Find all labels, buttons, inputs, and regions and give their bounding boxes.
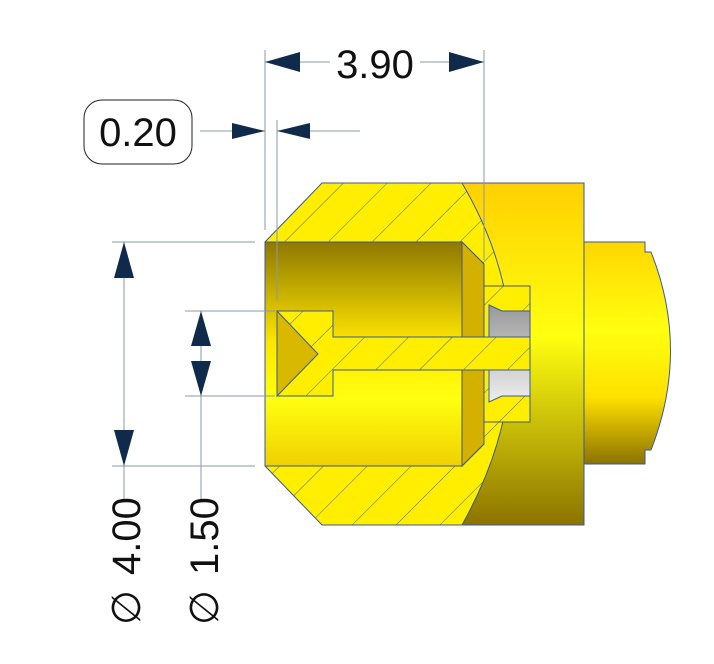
dimension-arrows: [114, 52, 484, 466]
pin-cone-tip: [276, 309, 319, 398]
rear-cylinder: [583, 241, 671, 465]
dimension-inner-diameter: 1.50: [183, 497, 227, 575]
arrow-icon: [449, 52, 484, 72]
arrow-icon: [265, 52, 300, 72]
arrow-icon: [114, 430, 134, 466]
arrow-icon: [232, 123, 265, 139]
reference-dimension-box: [83, 99, 193, 165]
center-pin: [276, 310, 531, 397]
arrow-icon: [277, 123, 310, 139]
dimension-offset: 0.20: [99, 111, 177, 155]
arrow-icon: [191, 311, 211, 346]
arrow-icon: [191, 361, 211, 396]
diameter-symbol-icon: ∅: [105, 590, 149, 625]
dimension-outer-diameter: 4.00: [105, 497, 149, 575]
arrow-icon: [114, 242, 134, 278]
diameter-symbol-icon: ∅: [183, 590, 227, 625]
dimension-length: 3.90: [336, 43, 414, 87]
